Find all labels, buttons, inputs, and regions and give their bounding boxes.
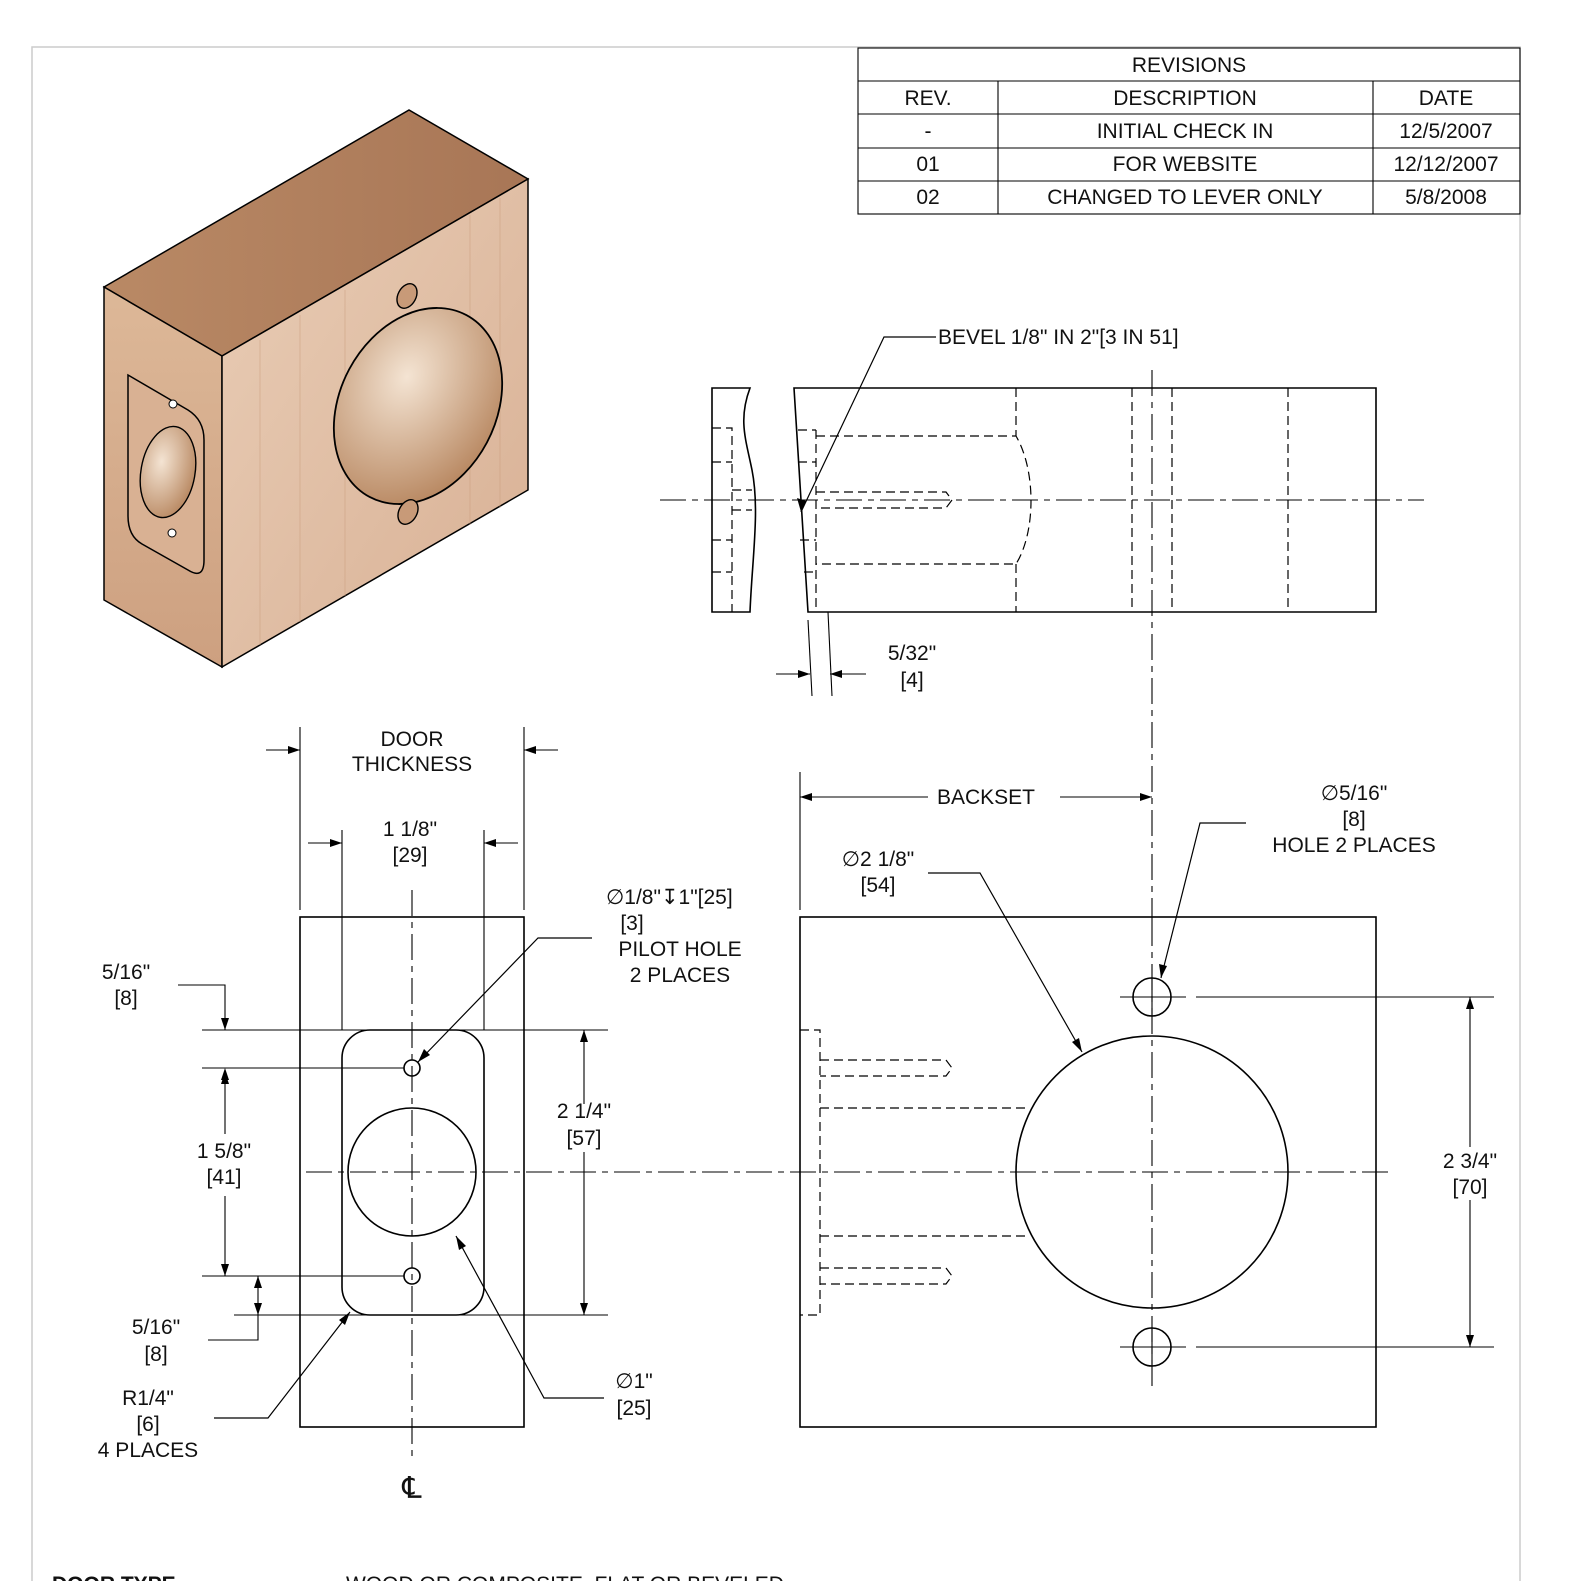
top-offset-imperial: 5/16" <box>102 961 150 984</box>
block-bolt-hole-bottom <box>397 499 419 525</box>
door-thickness-label: DOOR <box>381 728 444 751</box>
revision-row-description: FOR WEBSITE <box>1113 153 1258 176</box>
centerline-symbol: ℄ <box>401 1472 422 1505</box>
radius-metric: [6] <box>136 1413 159 1436</box>
bore-diameter-imperial: ∅2 1/8" <box>842 848 914 871</box>
pilot-hole-places: 2 PLACES <box>630 964 730 987</box>
pilot-hole-spec: ∅1/8"↧1"[25] <box>606 886 733 909</box>
pilot-hole-label: PILOT HOLE <box>618 938 741 961</box>
door-face-outline <box>799 916 1377 1428</box>
revision-row-rev: - <box>925 120 932 143</box>
door-type-label: DOOR TYPE <box>52 1573 176 1581</box>
door-thickness-label: THICKNESS <box>352 753 472 776</box>
top-view: BEVEL 1/8" IN 2"[3 IN 51] 5/32" [4] <box>660 326 1424 920</box>
block-latch-bore <box>139 425 197 519</box>
top-offset-metric: [8] <box>114 987 137 1010</box>
bolt-hole-places: HOLE 2 PLACES <box>1272 834 1435 857</box>
block-pilot-hole <box>167 528 177 538</box>
revision-row-rev: 01 <box>916 153 939 176</box>
radius-imperial: R1/4" <box>122 1387 174 1410</box>
revisions-header-date: DATE <box>1419 87 1473 110</box>
bolt-spacing-metric: [70] <box>1452 1176 1487 1199</box>
bolt-hole-metric: [8] <box>1342 808 1365 831</box>
door-top-section <box>793 387 1377 613</box>
faceplate-height-imperial: 2 1/4" <box>557 1100 611 1123</box>
faceplate-height-metric: [57] <box>566 1127 601 1150</box>
revisions-title: REVISIONS <box>1132 54 1246 77</box>
bore-diameter-metric: [54] <box>860 874 895 897</box>
revisions-header-description: DESCRIPTION <box>1113 87 1257 110</box>
backset-label: BACKSET <box>937 786 1035 809</box>
hole-spacing-metric: [41] <box>206 1166 241 1189</box>
revisions-header-rev: REV. <box>904 87 951 110</box>
revision-row-rev: 02 <box>916 186 939 209</box>
sheet-border <box>31 46 1521 1581</box>
bevel-width-imperial: 5/32" <box>888 642 936 665</box>
block-main-bore <box>332 307 504 505</box>
faceplate-section <box>711 387 757 613</box>
edge-view: ℄ DOOR THICKNESS 1 1/8" [29] ∅1/8"↧1"[25… <box>98 727 1392 1505</box>
bottom-offset-imperial: 5/16" <box>132 1316 180 1339</box>
block-pilot-hole <box>168 399 178 409</box>
latch-bore-metric: [25] <box>616 1397 651 1420</box>
bolt-spacing-imperial: 2 3/4" <box>1443 1150 1497 1173</box>
door-type-value: WOOD OR COMPOSITE, FLAT OR BEVELED <box>346 1573 784 1581</box>
revision-row-date: 5/8/2008 <box>1405 186 1487 209</box>
bevel-label: BEVEL 1/8" IN 2"[3 IN 51] <box>938 326 1179 349</box>
radius-places: 4 PLACES <box>98 1439 198 1462</box>
pilot-hole-metric: [3] <box>620 912 643 935</box>
block-bolt-hole-top <box>396 283 418 309</box>
bevel-width-metric: [4] <box>900 669 923 692</box>
revision-row-date: 12/12/2007 <box>1393 153 1498 176</box>
hole-spacing-imperial: 1 5/8" <box>197 1140 251 1163</box>
revision-row-description: CHANGED TO LEVER ONLY <box>1047 186 1322 209</box>
faceplate-width-metric: [29] <box>392 844 427 867</box>
latch-bore-imperial: ∅1" <box>615 1370 652 1393</box>
footer-note: DOOR TYPE WOOD OR COMPOSITE, FLAT OR BEV… <box>52 1573 784 1581</box>
revision-row-description: INITIAL CHECK IN <box>1097 120 1274 143</box>
bolt-hole-imperial: ∅5/16" <box>1321 782 1388 805</box>
revisions-table: REVISIONS REV. DESCRIPTION DATE - INITIA… <box>857 47 1521 215</box>
isometric-wood-block <box>102 109 530 669</box>
bottom-offset-metric: [8] <box>144 1343 167 1366</box>
faceplate-width-imperial: 1 1/8" <box>383 818 437 841</box>
front-view: BACKSET ∅2 1/8" [54] ∅5/16" [8] HOLE 2 P… <box>799 772 1497 1428</box>
revision-row-date: 12/5/2007 <box>1399 120 1492 143</box>
